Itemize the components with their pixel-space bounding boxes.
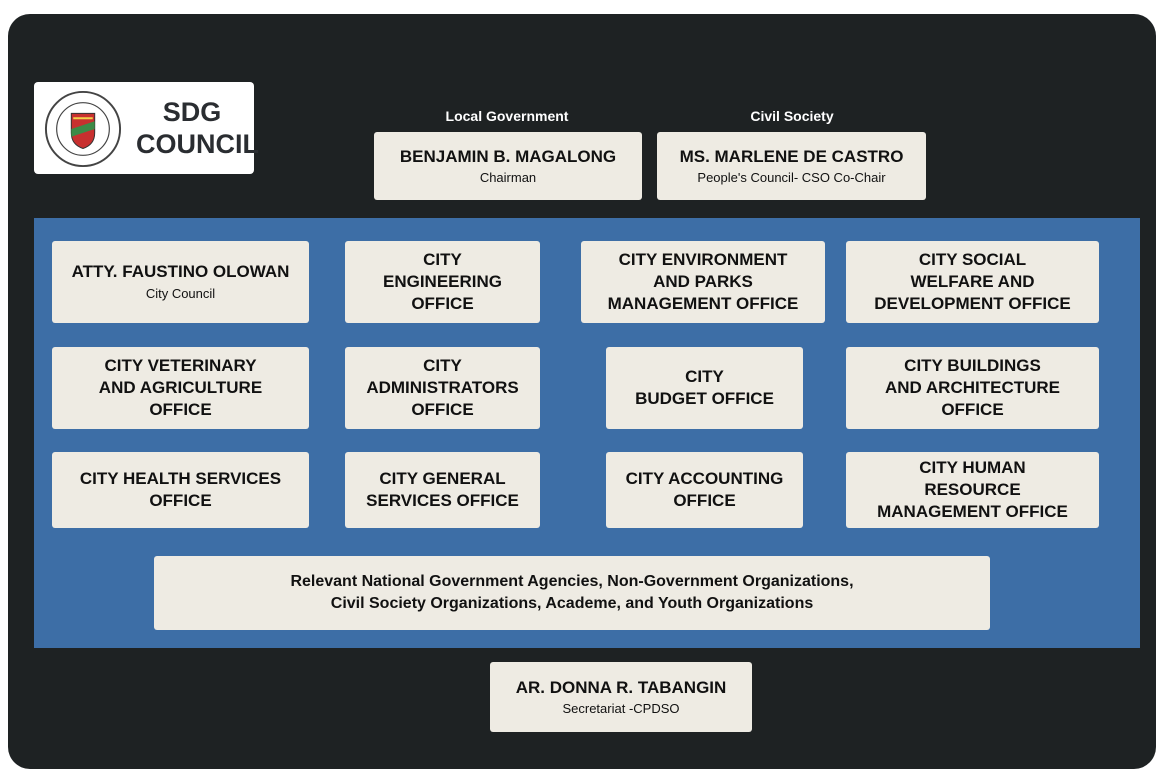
chairman-role: Chairman [479, 169, 537, 185]
budget-office-box: CITY BUDGET OFFICE [606, 347, 803, 429]
accounting-office-box: CITY ACCOUNTING OFFICE [606, 452, 803, 528]
council-member-role: City Council [145, 286, 216, 301]
veterinary-office-box: CITY VETERINARY AND AGRICULTURE OFFICE [52, 347, 309, 429]
environment-line1: CITY ENVIRONMENT [618, 250, 788, 269]
environment-line2: AND PARKS [653, 272, 753, 291]
agencies-line2: Civil Society Organizations, Academe, an… [330, 595, 814, 612]
chairman-name: BENJAMIN B. MAGALONG [399, 146, 617, 166]
civil-society-header: Civil Society [750, 108, 834, 124]
logo-line2: COUNCIL [136, 129, 259, 159]
environment-line3: MANAGEMENT OFFICE [607, 294, 799, 313]
veterinary-line3: OFFICE [149, 400, 212, 419]
council-member-name: ATTY. FAUSTINO OLOWAN [71, 262, 290, 281]
secretariat-name: AR. DONNA R. TABANGIN [515, 677, 727, 697]
accounting-line1: CITY ACCOUNTING [625, 469, 784, 488]
environment-office-box: CITY ENVIRONMENT AND PARKS MANAGEMENT OF… [581, 241, 825, 323]
co-chair-role: People's Council- CSO Co-Chair [697, 169, 886, 185]
hr-line3: MANAGEMENT OFFICE [877, 502, 1068, 521]
co-chair-box: MS. MARLENE DE CASTRO People's Council- … [657, 132, 926, 200]
buildings-line1: CITY BUILDINGS [904, 356, 1041, 375]
health-services-office-box: CITY HEALTH SERVICES OFFICE [52, 452, 309, 528]
city-council-box: ATTY. FAUSTINO OLOWAN City Council [52, 241, 309, 323]
co-chair-name: MS. MARLENE DE CASTRO [679, 146, 904, 166]
health-line2: OFFICE [149, 491, 212, 510]
social-line2: WELFARE AND [910, 272, 1035, 291]
general-services-office-box: CITY GENERAL SERVICES OFFICE [345, 452, 540, 528]
sdg-council-logo: SDG COUNCIL [34, 82, 259, 174]
budget-line2: BUDGET OFFICE [635, 389, 774, 408]
logo-line1: SDG [162, 97, 222, 127]
budget-line1: CITY [685, 367, 724, 386]
hr-line1: CITY HUMAN [919, 458, 1026, 477]
buildings-line2: AND ARCHITECTURE [884, 378, 1061, 397]
engineering-office-box: CITY ENGINEERING OFFICE [345, 241, 540, 323]
human-resource-office-box: CITY HUMAN RESOURCE MANAGEMENT OFFICE [846, 452, 1099, 528]
general-line2: SERVICES OFFICE [366, 491, 519, 510]
buildings-line3: OFFICE [941, 400, 1004, 419]
engineering-line3: OFFICE [411, 294, 474, 313]
social-line1: CITY SOCIAL [918, 250, 1027, 269]
administrators-line3: OFFICE [411, 400, 474, 419]
city-seal-icon [44, 90, 122, 168]
agencies-line1: Relevant National Government Agencies, N… [290, 573, 854, 590]
secretariat-box: AR. DONNA R. TABANGIN Secretariat -CPDSO [490, 662, 752, 732]
chairman-box: BENJAMIN B. MAGALONG Chairman [374, 132, 642, 200]
local-government-header: Local Government [445, 108, 569, 124]
veterinary-line1: CITY VETERINARY [104, 356, 257, 375]
accounting-line2: OFFICE [673, 491, 736, 510]
engineering-line2: ENGINEERING [382, 272, 503, 291]
social-welfare-office-box: CITY SOCIAL WELFARE AND DEVELOPMENT OFFI… [846, 241, 1099, 323]
buildings-office-box: CITY BUILDINGS AND ARCHITECTURE OFFICE [846, 347, 1099, 429]
health-line1: CITY HEALTH SERVICES [79, 469, 282, 488]
administrators-office-box: CITY ADMINISTRATORS OFFICE [345, 347, 540, 429]
secretariat-role: Secretariat -CPDSO [562, 700, 680, 716]
veterinary-line2: AND AGRICULTURE [98, 378, 263, 397]
logo-text: SDG COUNCIL [136, 96, 259, 160]
administrators-line2: ADMINISTRATORS [366, 378, 519, 397]
social-line3: DEVELOPMENT OFFICE [874, 294, 1071, 313]
hr-line2: RESOURCE [924, 480, 1021, 499]
partner-organizations-box: Relevant National Government Agencies, N… [154, 556, 990, 630]
engineering-line1: CITY [423, 250, 462, 269]
administrators-line1: CITY [423, 356, 462, 375]
general-line1: CITY GENERAL [379, 469, 506, 488]
